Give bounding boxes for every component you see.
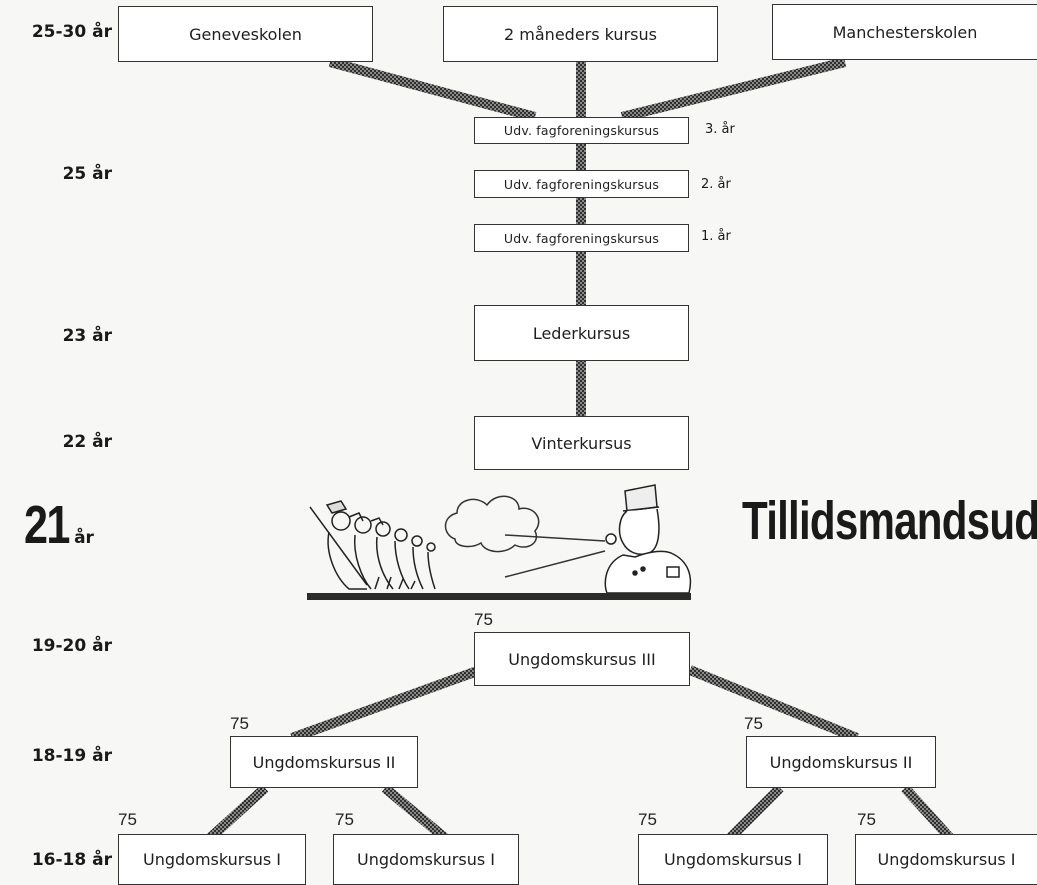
leader-course-box: Lederkursus <box>474 305 689 361</box>
manchester-school-box: Manchesterskolen <box>772 4 1037 60</box>
participant-count: 75 <box>335 810 354 829</box>
participant-count: 75 <box>474 610 493 629</box>
participant-count: 75 <box>230 714 249 733</box>
connector-iii-right <box>688 665 859 743</box>
age-label: 23 år <box>62 326 112 346</box>
connector-manchester <box>620 57 847 122</box>
union-course-year1-box: Udv. fagforeningskursus <box>474 224 689 252</box>
age-label: 25 år <box>62 164 112 184</box>
youth-course-iii-box: Ungdomskursus III <box>474 632 690 686</box>
shooting-illustration <box>307 484 692 600</box>
age-label: 19-20 år <box>31 636 112 656</box>
two-month-course-box: 2 måneders kursus <box>443 6 718 62</box>
youth-course-i-box-3: Ungdomskursus I <box>638 834 828 885</box>
youth-course-i-box-1: Ungdomskursus I <box>118 834 306 885</box>
connector-ii-left-1 <box>206 784 269 842</box>
participant-count: 75 <box>118 810 137 829</box>
union-course-year2-box: Udv. fagforeningskursus <box>474 170 689 198</box>
age-unit: år <box>74 528 94 548</box>
geneva-school-box: Geneveskolen <box>118 6 373 62</box>
section-heading: Tillidsmandsud <box>742 491 1037 551</box>
connector-geneva <box>328 57 537 122</box>
ground-bar <box>307 593 691 600</box>
year-label: 3. år <box>705 122 735 137</box>
year-label: 1. år <box>701 229 731 244</box>
connector-ii-left-2 <box>381 784 449 842</box>
participant-count: 75 <box>857 810 876 829</box>
winter-course-box: Vinterkursus <box>474 416 689 470</box>
connector-ii-right-2 <box>901 784 954 842</box>
participant-count: 75 <box>638 810 657 829</box>
youth-course-ii-left-box: Ungdomskursus II <box>230 736 418 788</box>
connector-ii-right-1 <box>726 784 784 842</box>
connector-iii-left <box>290 665 482 743</box>
year-label: 2. år <box>701 177 731 192</box>
union-course-year3-box: Udv. fagforeningskursus <box>474 117 689 144</box>
youth-course-i-box-2: Ungdomskursus I <box>333 834 519 885</box>
age-label: 25-30 år <box>31 22 112 42</box>
youth-course-i-box-4: Ungdomskursus I <box>855 834 1037 885</box>
age-label: 22 år <box>62 432 112 452</box>
age-label: 16-18 år <box>31 850 112 870</box>
participant-count: 75 <box>744 714 763 733</box>
age-number: 21 <box>24 495 70 555</box>
age-label: 18-19 år <box>31 746 112 766</box>
youth-course-ii-right-box: Ungdomskursus II <box>746 736 936 788</box>
